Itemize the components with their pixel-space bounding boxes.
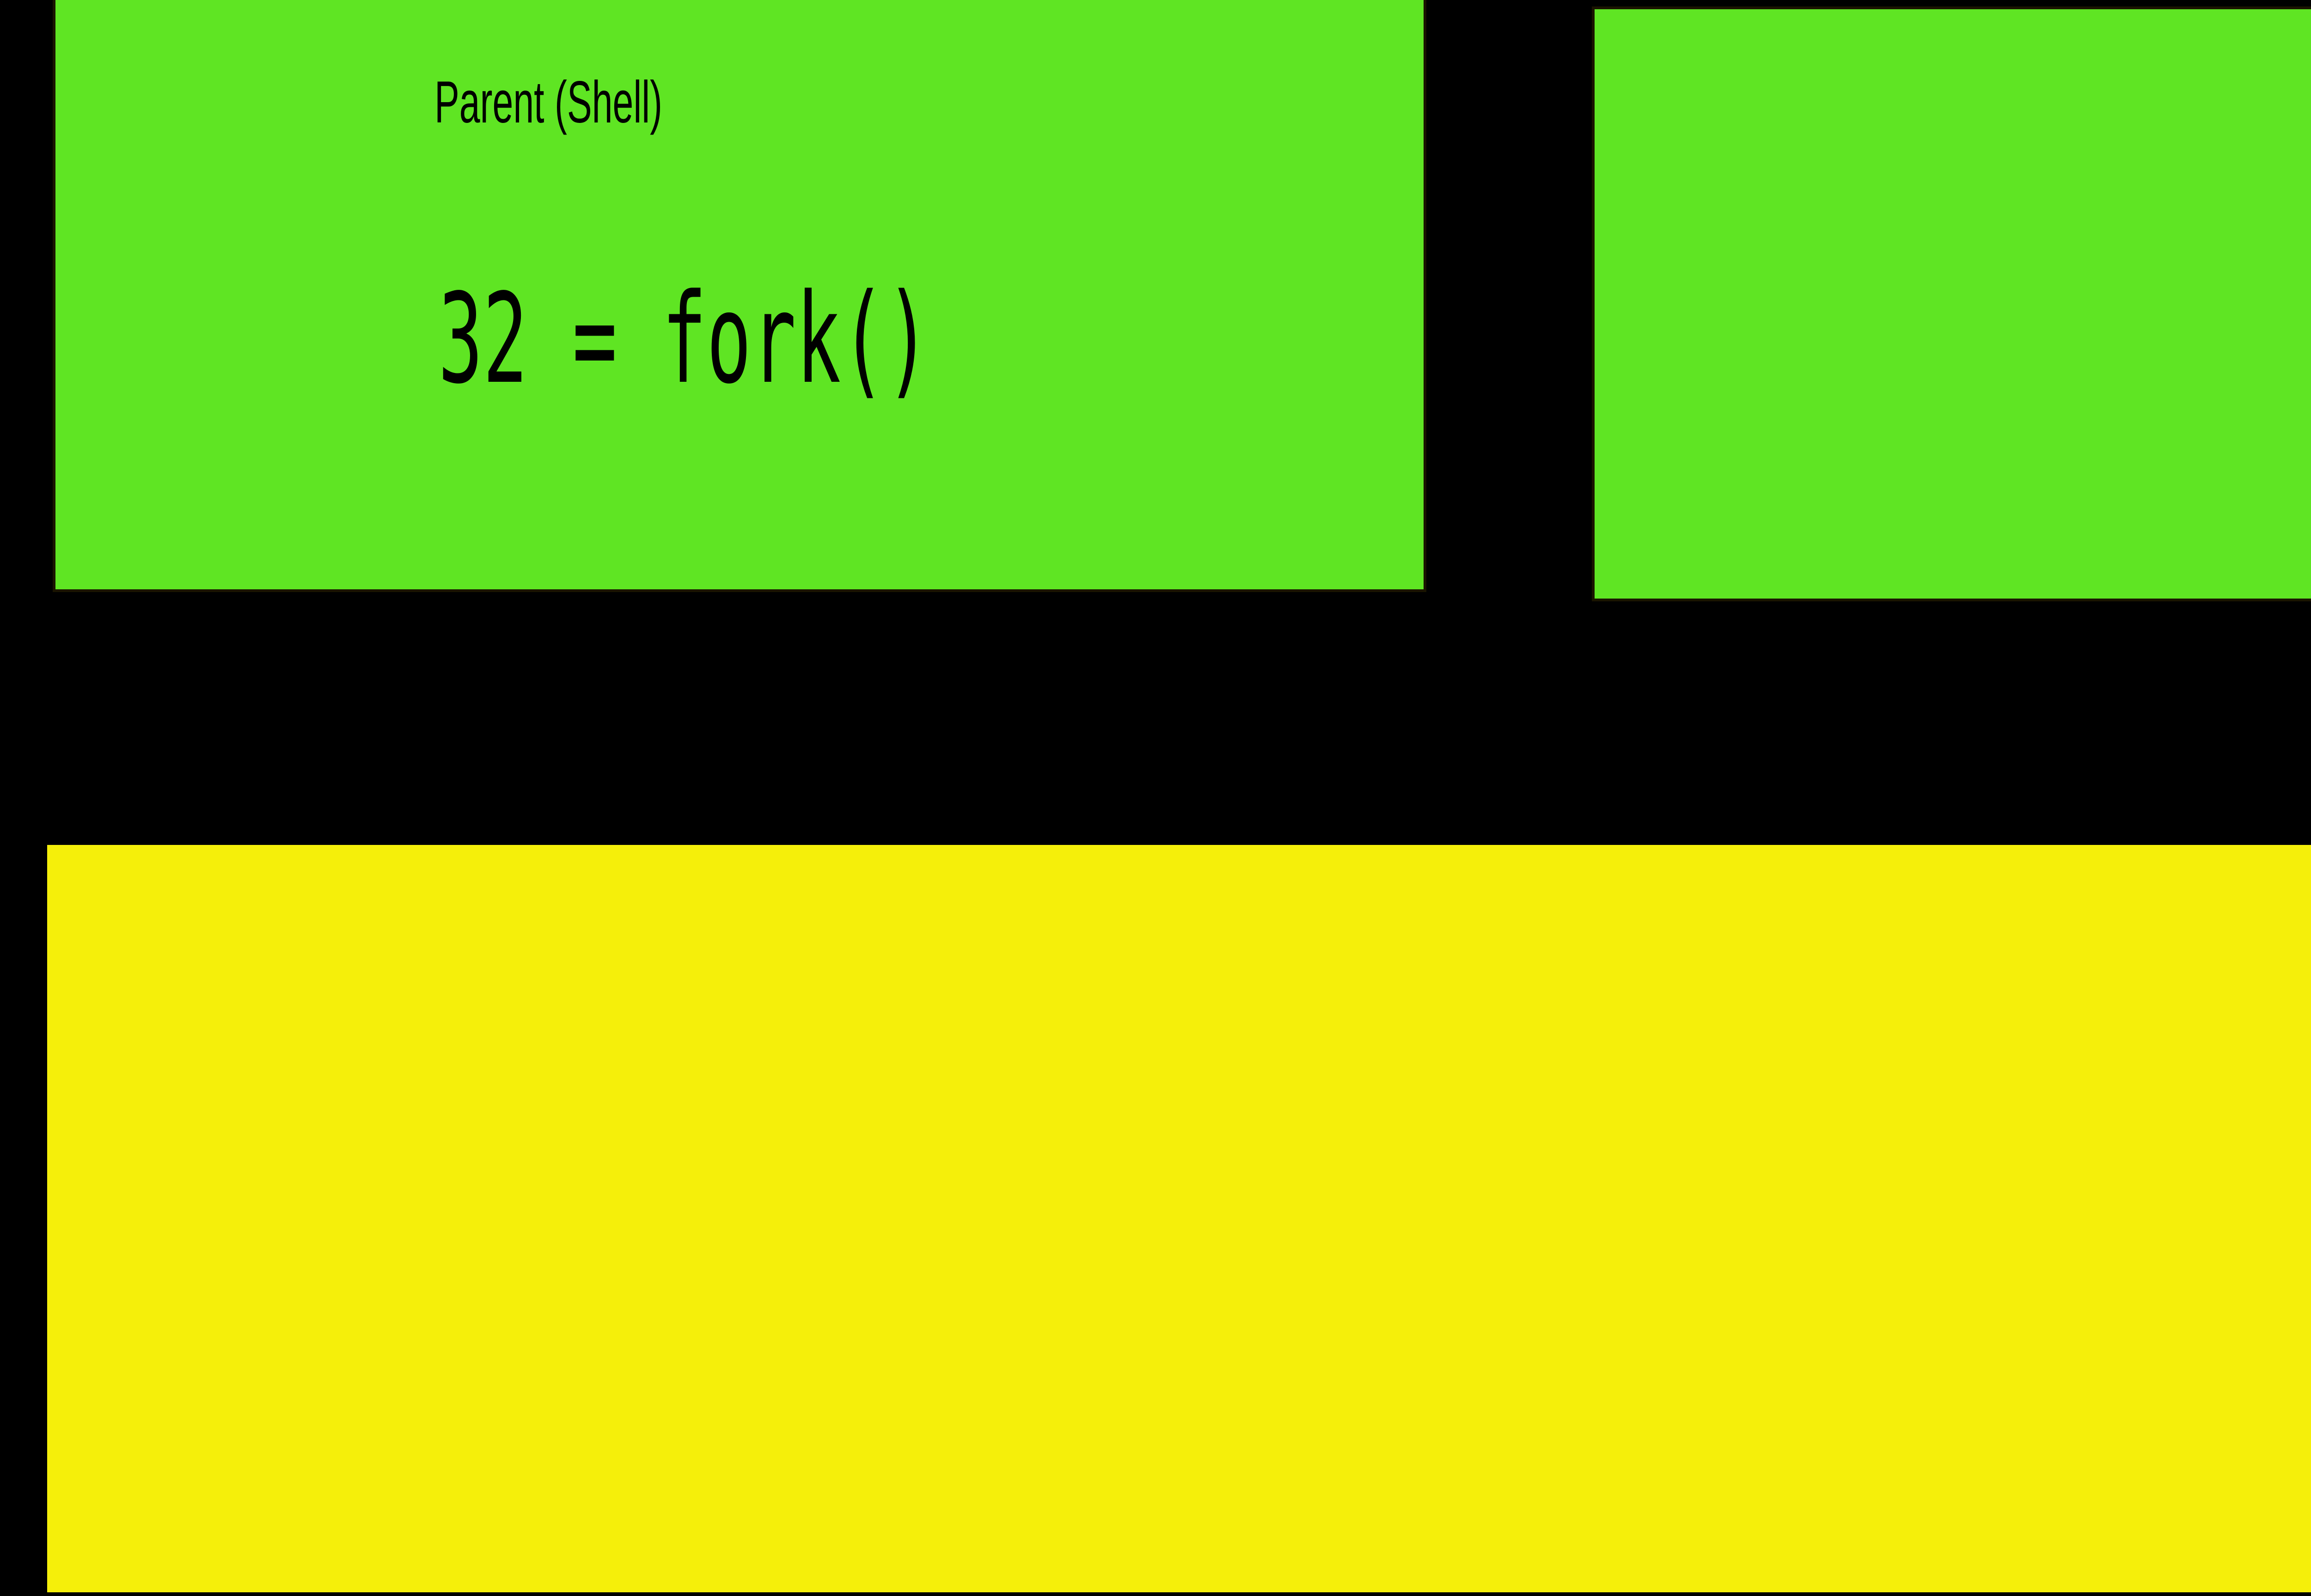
parent-process-fork-call: 32 = fork() xyxy=(438,267,930,411)
parent-process-title: Parent (Shell) xyxy=(434,69,663,135)
child-process-box: wc main() { ... } xyxy=(1592,6,2311,601)
kernel-box: Kernel xyxy=(44,842,2311,1595)
parent-process-box: Parent (Shell) 32 = fork() xyxy=(53,0,1426,592)
